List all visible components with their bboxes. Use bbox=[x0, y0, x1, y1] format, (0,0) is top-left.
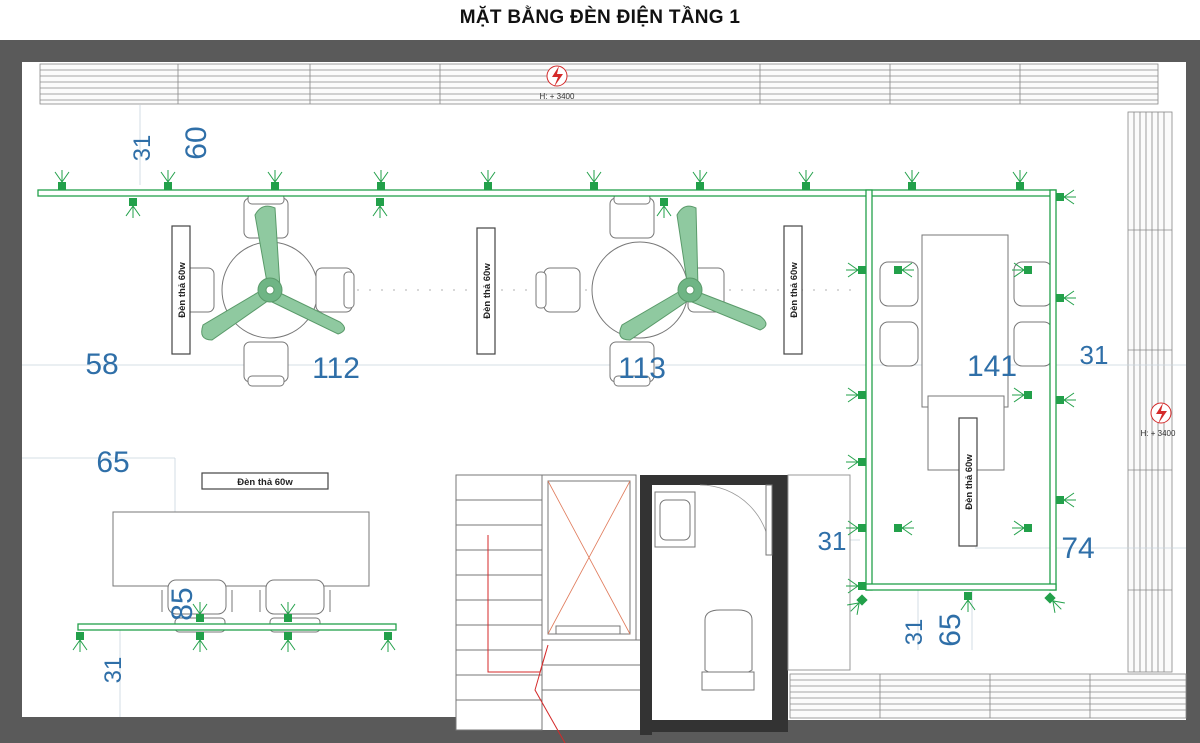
pendant-lamp: Đèn thả 60w bbox=[201, 472, 329, 490]
pendant-lamp: Đèn thả 60w bbox=[958, 417, 978, 547]
dimension-label: 60 bbox=[180, 126, 213, 159]
ceiling-light-icon bbox=[54, 170, 70, 190]
pendant-lamp-label: Đèn thả 60w bbox=[237, 477, 293, 488]
dimension-label: 112 bbox=[312, 352, 360, 385]
ceiling-light-icon bbox=[846, 387, 866, 403]
wall-top bbox=[0, 40, 1200, 62]
dimension-label: 85 bbox=[166, 587, 199, 620]
ceiling-light-icon bbox=[846, 578, 866, 594]
dimension-label: 141 bbox=[967, 350, 1017, 383]
ceiling-light-icon bbox=[1044, 592, 1065, 613]
pendant-lamp-label: Đèn thả 60w bbox=[964, 454, 975, 510]
ceiling-light-icon bbox=[480, 170, 496, 190]
electric-point-right: H: + 3400 bbox=[1141, 402, 1176, 438]
dimension-labels: 31 60 58 112 113 141 31 65 31 74 85 31 3… bbox=[85, 126, 1108, 683]
electric-symbol-icon bbox=[552, 66, 563, 87]
electric-symbol-icon bbox=[1156, 403, 1167, 424]
electric-height-label: H: + 3400 bbox=[540, 92, 575, 101]
lift-shaft bbox=[541, 474, 637, 641]
right-railing bbox=[1127, 111, 1173, 673]
ceiling-light-icon bbox=[846, 520, 866, 536]
pendant-lamp: Đèn thả 60w bbox=[476, 227, 496, 355]
ceiling-light-icon bbox=[586, 170, 602, 190]
wc bbox=[640, 474, 851, 735]
dimension-label: 31 bbox=[901, 619, 928, 646]
ceiling-light-icon bbox=[267, 170, 283, 190]
ceiling-light-icon bbox=[160, 170, 176, 190]
desk bbox=[112, 511, 370, 633]
ceiling-light-icon bbox=[125, 198, 141, 218]
wall-left bbox=[0, 40, 22, 743]
wall-bottom-right bbox=[780, 720, 1200, 743]
dimension-label: 74 bbox=[1061, 532, 1094, 565]
ceiling-light-icon bbox=[1056, 492, 1076, 508]
ceiling-light-icon bbox=[960, 592, 976, 612]
ceiling-light-icon bbox=[904, 170, 920, 190]
dimension-label: 113 bbox=[618, 352, 666, 385]
ceiling-fan-icon bbox=[201, 205, 345, 341]
ceiling-light-icon bbox=[1056, 392, 1076, 408]
ceiling-light-icon bbox=[692, 170, 708, 190]
electric-height-label: H: + 3400 bbox=[1141, 429, 1176, 438]
dimension-label: 65 bbox=[934, 613, 967, 646]
pendant-lamp-label: Đèn thả 60w bbox=[789, 262, 800, 318]
walls bbox=[0, 40, 1200, 743]
dimension-label: 65 bbox=[96, 446, 129, 479]
wall-stair-bottom bbox=[455, 730, 785, 743]
ceiling-light-icon bbox=[192, 602, 208, 622]
ceiling-light-icon bbox=[894, 520, 914, 536]
pendant-lamp-label: Đèn thả 60w bbox=[482, 263, 493, 319]
top-railing bbox=[39, 63, 1159, 105]
dimension-label: 31 bbox=[1080, 340, 1109, 370]
ceiling-light-icon bbox=[846, 454, 866, 470]
pendant-lamps: Đèn thả 60w Đèn thả 60w Đèn thả 60w Đèn … bbox=[171, 225, 978, 547]
ceiling-light-icon bbox=[1012, 170, 1028, 190]
electric-point-top: H: + 3400 bbox=[540, 65, 575, 101]
pendant-lamp: Đèn thả 60w bbox=[171, 225, 191, 355]
bottom-railing bbox=[789, 673, 1187, 719]
ceiling-light-icon bbox=[1012, 387, 1032, 403]
wall-bottom bbox=[0, 717, 460, 743]
ceiling-light-icon bbox=[798, 170, 814, 190]
dimension-label: 31 bbox=[818, 526, 847, 556]
stair-break-line bbox=[487, 535, 566, 743]
dimension-label: 58 bbox=[85, 348, 118, 381]
dimension-label: 31 bbox=[129, 135, 156, 162]
ceiling-fan-icon bbox=[619, 205, 767, 341]
dimension-label: 31 bbox=[100, 657, 127, 684]
ceiling-light-icon bbox=[894, 262, 914, 278]
wall-right bbox=[1186, 40, 1200, 743]
ceiling-light-icon bbox=[1056, 290, 1076, 306]
ceiling-light-icon bbox=[1056, 189, 1076, 205]
drawing-title: MẶT BẰNG ĐÈN ĐIỆN TẦNG 1 bbox=[459, 7, 741, 28]
ceiling-light-icon bbox=[280, 602, 296, 622]
ceiling-light-icon bbox=[380, 632, 396, 652]
pendant-lamp: Đèn thả 60w bbox=[783, 225, 803, 355]
ceiling-light-icon bbox=[1012, 262, 1032, 278]
ceiling-light-icon bbox=[846, 262, 866, 278]
ceiling-light-icon bbox=[72, 632, 88, 652]
pendant-lamp-label: Đèn thả 60w bbox=[177, 262, 188, 318]
ceiling-light-icon bbox=[372, 198, 388, 218]
ceiling-light-icon bbox=[192, 632, 208, 652]
ceiling-light-icon bbox=[1012, 520, 1032, 536]
ceiling-light-icon bbox=[280, 632, 296, 652]
ceiling-light-icon bbox=[656, 198, 672, 218]
ceiling-light-icon bbox=[373, 170, 389, 190]
staircase bbox=[455, 474, 640, 731]
